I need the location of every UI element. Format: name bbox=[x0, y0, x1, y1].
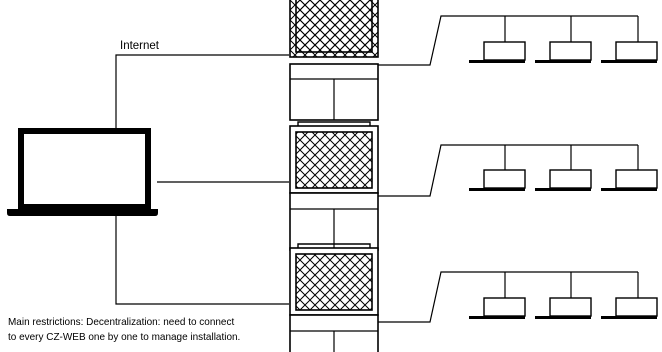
indoor-unit-icon bbox=[469, 41, 526, 63]
connection-line-bottom bbox=[115, 216, 289, 305]
indoor-unit-icon bbox=[535, 169, 592, 191]
internet-label: Internet bbox=[120, 40, 160, 52]
indoor-unit-group-bottom bbox=[378, 271, 658, 323]
connection-line-top bbox=[115, 54, 289, 128]
network-connections bbox=[115, 54, 289, 305]
laptop-icon bbox=[7, 128, 158, 216]
restrictions-note-line-1: Main restrictions: Decentralization: nee… bbox=[8, 316, 235, 328]
outdoor-unit-bottom bbox=[289, 243, 379, 352]
indoor-unit-icon bbox=[601, 297, 658, 319]
indoor-unit-group-middle bbox=[378, 144, 658, 197]
outdoor-unit-top bbox=[289, 0, 379, 121]
indoor-unit-group-top bbox=[378, 15, 658, 66]
indoor-unit-icon bbox=[601, 41, 658, 63]
indoor-unit-icon bbox=[469, 297, 526, 319]
restrictions-note-line-2: to every CZ-WEB one by one to manage ins… bbox=[8, 331, 241, 343]
indoor-unit-icon bbox=[601, 169, 658, 191]
indoor-unit-icon bbox=[535, 41, 592, 63]
outdoor-unit-middle bbox=[289, 121, 379, 251]
restrictions-note: Main restrictions: Decentralization: nee… bbox=[8, 315, 265, 345]
indoor-unit-icon bbox=[535, 297, 592, 319]
indoor-unit-icon bbox=[469, 169, 526, 191]
